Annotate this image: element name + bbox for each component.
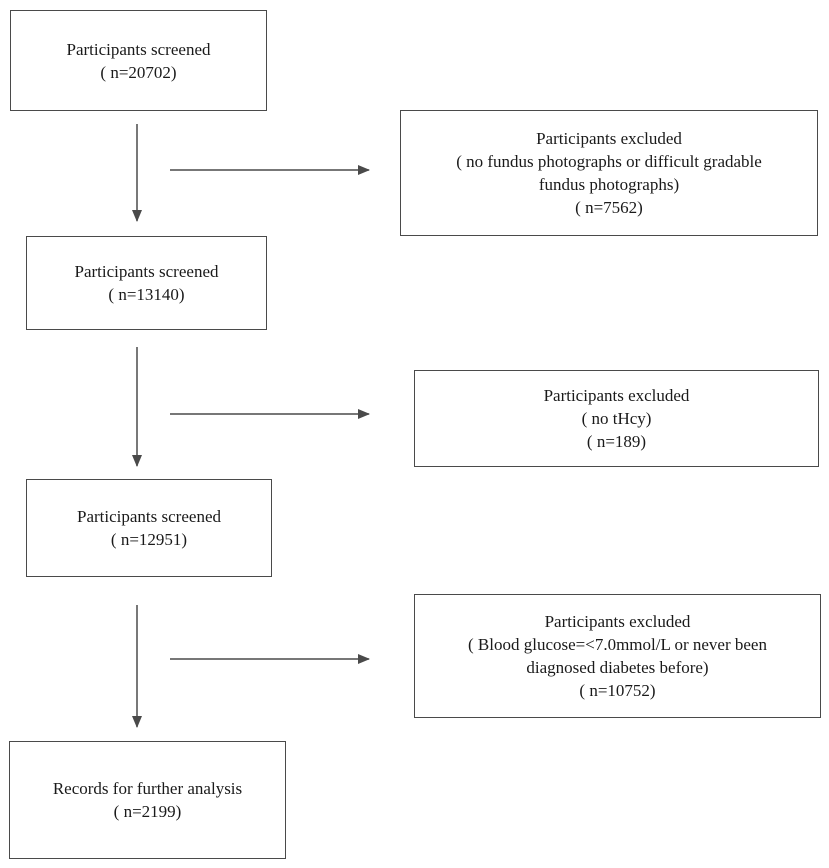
screened-box-1: Participants screened ( n=20702) (10, 10, 267, 111)
screened-count-3: ( n=12951) (110, 530, 188, 549)
final-label: Records for further analysis (52, 779, 243, 798)
excluded-reason-3a: ( Blood glucose=<7.0mmol/L or never been (468, 635, 767, 654)
screened-count-1: ( n=20702) (100, 62, 177, 82)
excluded-reason-1b: fundus photographs) (538, 175, 680, 194)
excluded-label-1: Participants excluded (536, 129, 682, 148)
screened-label-3: Participants screened (77, 507, 221, 526)
final-count: ( n=2199) (113, 802, 182, 821)
excluded-reason-1a: ( no fundus photographs or difficult gra… (456, 152, 762, 171)
excluded-box-2: Participants excluded ( no tHcy) ( n=189… (414, 370, 819, 467)
excluded-count-3: ( n=10752) (579, 681, 656, 700)
excluded-count-1: ( n=7562) (575, 198, 643, 217)
screened-box-2: Participants screened ( n=13140) (26, 236, 267, 330)
excluded-count-2: ( n=189) (586, 432, 647, 451)
excluded-label-3: Participants excluded (544, 612, 691, 631)
excluded-reason-3b: diagnosed diabetes before) (526, 658, 709, 677)
screened-label-1: Participants screened (66, 39, 211, 59)
excluded-reason-2: ( no tHcy) (581, 409, 652, 428)
excluded-box-3: Participants excluded ( Blood glucose=<7… (414, 594, 821, 718)
screened-count-2: ( n=13140) (108, 285, 185, 304)
excluded-label-2: Participants excluded (543, 386, 690, 405)
excluded-box-1: Participants excluded ( no fundus photog… (400, 110, 818, 236)
final-records-box: Records for further analysis ( n=2199) (9, 741, 286, 859)
screened-label-2: Participants screened (74, 262, 219, 281)
screened-box-3: Participants screened ( n=12951) (26, 479, 272, 577)
